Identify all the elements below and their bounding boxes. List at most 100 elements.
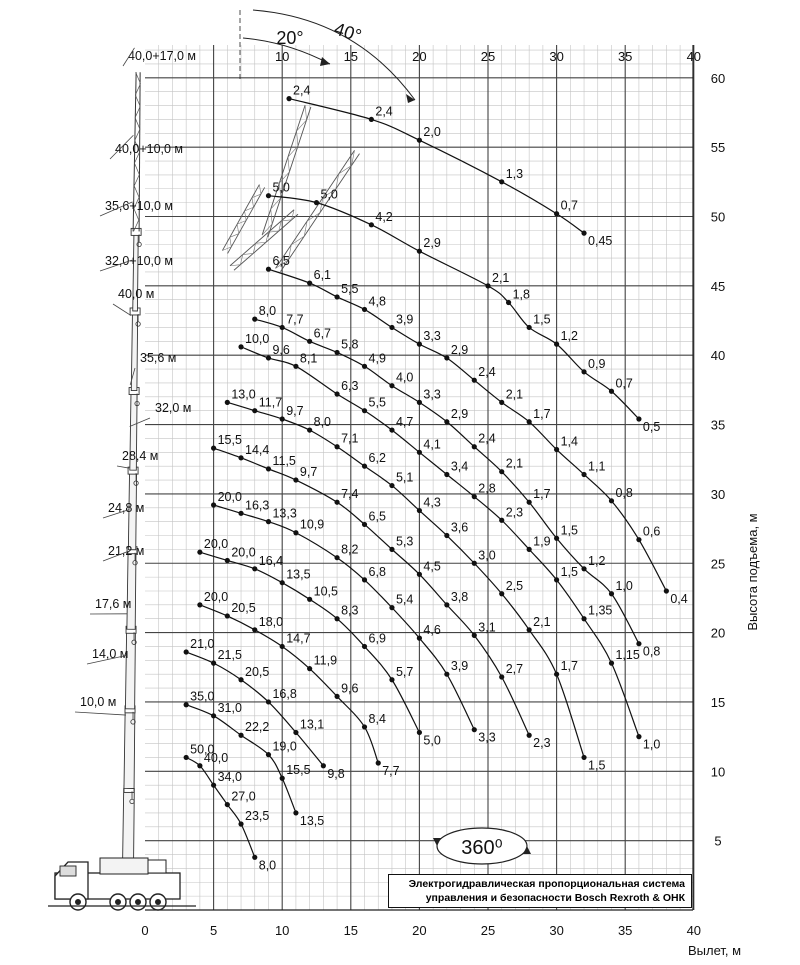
load-point (636, 416, 642, 422)
load-value-label: 22,2 (245, 720, 269, 734)
load-value-label: 0,7 (615, 376, 632, 390)
x-tick-label: 20 (412, 923, 426, 938)
load-value-label: 0,9 (588, 357, 605, 371)
boom-leader-line (129, 367, 136, 386)
load-point (389, 427, 395, 433)
load-point (334, 349, 340, 356)
y-tick-label: 10 (711, 764, 725, 779)
load-point (499, 591, 505, 597)
load-point (279, 324, 285, 331)
load-point (238, 510, 244, 516)
load-point (416, 248, 422, 254)
x-tick-label: 10 (275, 923, 289, 938)
boom-length-labels: 40,0+17,0 м40,0+10,0 м35,6+10,0 м32,0+10… (74, 47, 196, 716)
boom-leader-line (102, 551, 129, 562)
load-point (224, 801, 230, 808)
jib-lacing (133, 197, 140, 209)
load-value-label: 11,7 (259, 396, 282, 410)
hook (134, 400, 140, 407)
load-value-label: 20,0 (204, 537, 228, 551)
boom-length-label: 17,6 м (95, 597, 131, 611)
load-point (197, 602, 203, 608)
y-tick-label: 5 (714, 834, 721, 849)
jib-lacing (135, 94, 141, 107)
boom-telescopic-section (124, 628, 136, 710)
load-point (554, 671, 560, 677)
jib-lacing (134, 117, 141, 130)
jib-position-lacing (242, 253, 254, 255)
load-value-label: 1,2 (561, 329, 578, 343)
y-tick-label: 30 (711, 487, 725, 502)
boom-leader-line (102, 509, 129, 519)
load-value-label: 2,3 (533, 736, 550, 750)
load-point (197, 763, 203, 769)
load-point (307, 280, 313, 286)
load-value-label: 0,6 (643, 525, 660, 539)
load-value-label: 15,5 (286, 763, 310, 777)
load-point (279, 580, 285, 586)
load-point (416, 341, 422, 347)
jib-lacing (134, 163, 140, 175)
load-value-label: 6,8 (369, 565, 386, 579)
load-point (499, 469, 505, 475)
load-point (581, 369, 587, 375)
load-point (581, 566, 587, 572)
load-value-label: 5,5 (341, 282, 358, 296)
load-value-label: 6,5 (369, 509, 386, 523)
jib-position-lacing (237, 220, 247, 225)
jib-position-lacing (278, 220, 282, 232)
load-value-label: 6,1 (314, 268, 331, 282)
load-point (265, 266, 272, 272)
jib-position-lacing (265, 232, 269, 243)
x-tick-label: 35 (618, 923, 632, 938)
load-value-label: 1,5 (533, 312, 550, 326)
jib-lacing (134, 128, 141, 141)
jib-lacing (133, 219, 140, 232)
load-value-label: 21,0 (190, 637, 214, 651)
boom-length-label: 32,0+10,0 м (105, 254, 173, 268)
load-value-label: 10,5 (314, 584, 338, 598)
load-value-label: 1,9 (533, 534, 550, 548)
jib-position-lacing (351, 150, 355, 166)
jib-position-lacing (338, 165, 352, 175)
load-point (334, 616, 340, 622)
load-point (265, 699, 272, 705)
boom-leader-line (109, 134, 134, 160)
load-value-label: 5,7 (396, 665, 413, 679)
jib-position-lacing (291, 236, 305, 245)
load-value-label: 1,15 (615, 648, 639, 662)
load-point (608, 591, 615, 597)
load-point (334, 444, 340, 450)
load-value-label: 2,4 (478, 432, 495, 446)
hook (132, 560, 138, 566)
load-curve-line (288, 98, 585, 234)
load-point (252, 627, 258, 633)
load-point (183, 649, 189, 655)
jib-position-lacing (303, 221, 308, 237)
load-value-label: 2,9 (423, 236, 440, 250)
load-value-label: 2,3 (506, 505, 523, 519)
jib-position-lacing (335, 173, 340, 190)
load-point (608, 498, 615, 504)
load-value-label: 5,0 (423, 733, 440, 747)
load-point (293, 530, 299, 536)
load-point (238, 344, 244, 350)
boom-leader-line (112, 303, 132, 316)
jib-position-lacing (304, 105, 307, 120)
y-tick-label: 40 (711, 348, 725, 363)
load-value-label: 1,2 (588, 554, 605, 568)
load-value-label: 1,5 (561, 565, 578, 579)
load-point (554, 211, 560, 217)
angle-label-20: 20° (276, 28, 303, 48)
load-value-label: 20,0 (231, 545, 255, 559)
load-value-label: 2,0 (423, 125, 440, 139)
y-tick-label: 35 (711, 418, 725, 433)
load-point (238, 455, 244, 461)
arrow-head (523, 846, 531, 854)
load-point (471, 560, 477, 566)
load-point (471, 632, 477, 638)
load-point (361, 577, 368, 583)
load-value-label: 9,6 (341, 681, 358, 695)
x-axis-label: Вылет, м (688, 943, 741, 958)
